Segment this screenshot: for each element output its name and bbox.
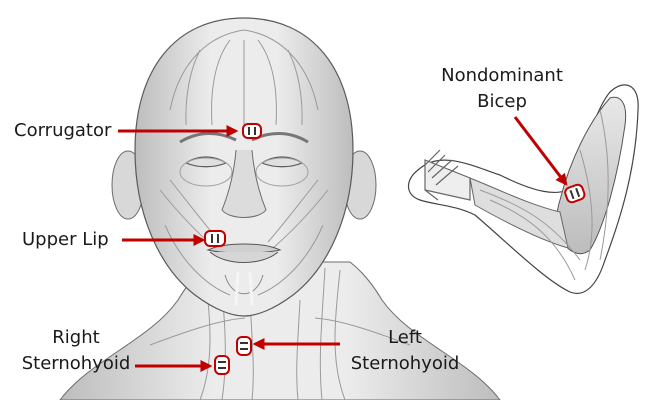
electrode-upper-lip xyxy=(205,231,225,246)
label-left-sternohyoid-line2: Sternohyoid xyxy=(340,352,470,376)
label-right-sternohyoid-line1: Right xyxy=(16,326,136,350)
label-upper-lip: Upper Lip xyxy=(22,228,109,252)
electrode-corrugator xyxy=(243,124,261,138)
label-bicep-line1: Nondominant xyxy=(432,64,572,88)
electrode-left-sternohyoid xyxy=(237,337,251,355)
label-right-sternohyoid-line2: Sternohyoid xyxy=(16,352,136,376)
arm-figure xyxy=(408,85,638,294)
arrow-bicep xyxy=(515,117,566,184)
label-bicep-line2: Bicep xyxy=(432,90,572,114)
electrode-right-sternohyoid xyxy=(215,356,229,374)
label-left-sternohyoid-line1: Left xyxy=(340,326,470,350)
label-corrugator: Corrugator xyxy=(14,119,111,143)
